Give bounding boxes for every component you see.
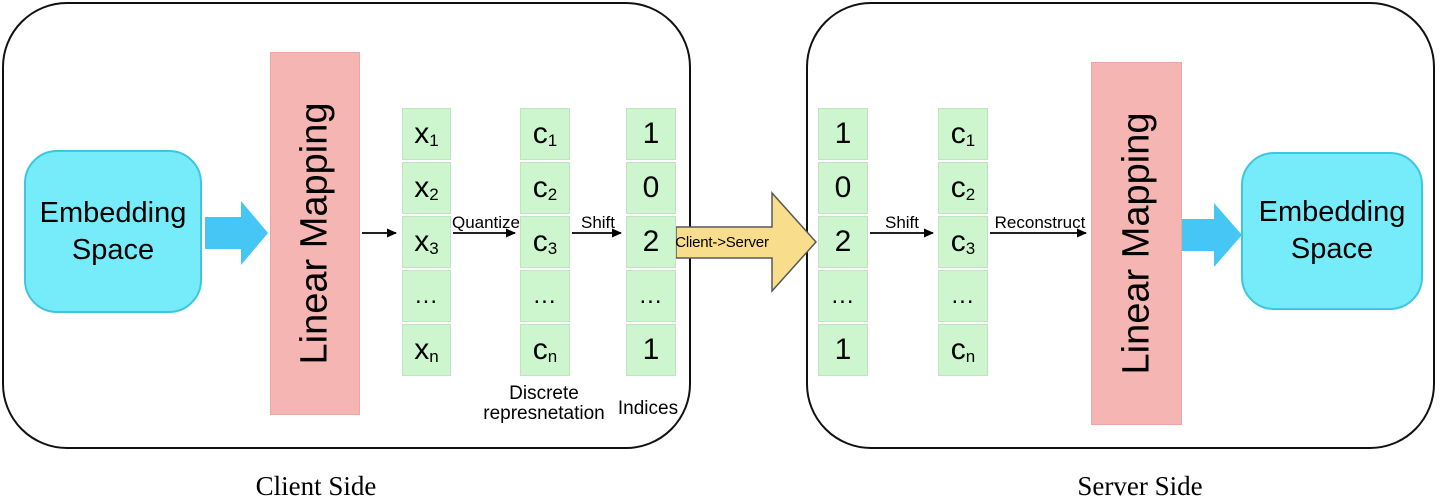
vector-cell: ... — [938, 270, 988, 322]
linear-mapping-label-server: Linear Mapping — [1115, 112, 1157, 375]
vector-cell: 2 — [626, 216, 676, 268]
indices-caption: Indices — [617, 398, 679, 419]
embedding-space-box-server: Embedding Space — [1241, 152, 1423, 310]
vector-cell: 1 — [818, 324, 868, 376]
discrete-representation-caption: Discrete represnetation — [483, 383, 605, 424]
embedding-space-box-client: Embedding Space — [24, 150, 202, 313]
client-server-arrow-label: Client->Server — [675, 234, 769, 251]
server-side-caption: Server Side — [1077, 471, 1203, 501]
shift-label-client: Shift — [580, 213, 616, 232]
vector-cell: ... — [818, 270, 868, 322]
client-side-caption: Client Side — [255, 471, 377, 501]
vector-cell: ... — [402, 270, 451, 322]
vector-cell: 0 — [626, 162, 676, 214]
vector-cell: 2 — [818, 216, 868, 268]
linear-mapping-label-client: Linear Mapping — [293, 102, 336, 365]
linear-mapping-box-server: Linear Mapping — [1091, 62, 1182, 425]
quantize-label: Quantize — [451, 213, 521, 232]
vector-cell: 1 — [626, 324, 676, 376]
shift-label-server: Shift — [884, 213, 920, 232]
vector-cell: 1 — [818, 108, 868, 160]
vector-cell: ... — [520, 270, 570, 322]
vector-cell: 0 — [818, 162, 868, 214]
reconstruct-label: Reconstruct — [994, 213, 1086, 232]
linear-mapping-box-client: Linear Mapping — [270, 52, 360, 415]
embedding-space-label-client: Embedding Space — [39, 196, 187, 266]
vector-cell: ... — [626, 270, 676, 322]
vector-cell: 1 — [626, 108, 676, 160]
embedding-space-label-server: Embedding Space — [1258, 196, 1406, 265]
